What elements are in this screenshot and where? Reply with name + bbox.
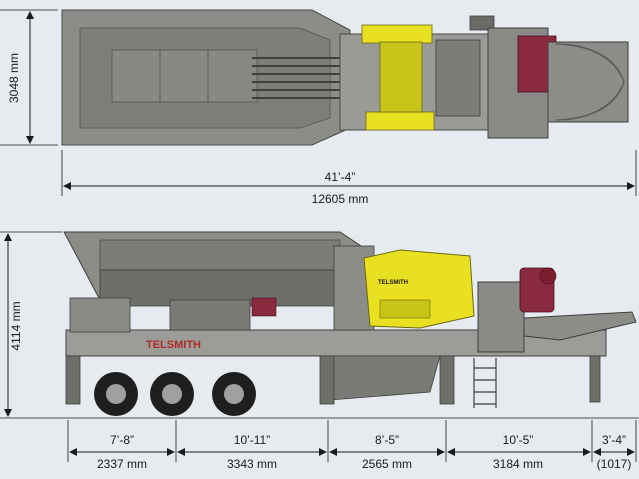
side-wheels	[94, 372, 256, 416]
segment-2-imperial: 10’-11”	[234, 433, 270, 447]
segment-1-imperial: 7’-8”	[110, 433, 134, 447]
side-height-dimension: 4114 mm	[0, 231, 639, 419]
overall-length-metric: 12605 mm	[312, 192, 369, 206]
side-ladder	[473, 358, 497, 408]
side-crusher-brand-label: TELSMITH	[378, 280, 408, 286]
segment-dimensions: 7’-8” 2337 mm 10’-11” 3343 mm 8’-5” 2565…	[67, 420, 637, 471]
top-width-dimension: 3048 mm	[0, 9, 58, 146]
side-view: TELSMITH TELSMITH	[63, 231, 637, 416]
top-view	[61, 9, 629, 146]
side-conveyor	[523, 311, 637, 341]
segment-4-metric: 3184 mm	[493, 457, 543, 471]
segment-3-imperial: 8’-5”	[375, 433, 399, 447]
grizzly-bars	[252, 57, 340, 99]
side-height-label: 4114 mm	[9, 301, 23, 350]
overall-length-dimension: 41’-4” 12605 mm	[61, 150, 637, 206]
segment-2-metric: 3343 mm	[227, 457, 277, 471]
overall-length-imperial: 41’-4”	[325, 170, 356, 184]
top-width-label: 3048 mm	[7, 53, 21, 103]
segment-5-metric: (1017)	[597, 457, 632, 471]
segment-5-imperial: 3’-4”	[602, 433, 626, 447]
top-crusher-yellow	[361, 24, 433, 44]
segment-1-metric: 2337 mm	[97, 457, 147, 471]
side-brand-label: TELSMITH	[146, 339, 201, 351]
segment-3-metric: 2565 mm	[362, 457, 412, 471]
segment-4-imperial: 10’-5”	[503, 433, 534, 447]
top-conveyor	[547, 41, 629, 123]
